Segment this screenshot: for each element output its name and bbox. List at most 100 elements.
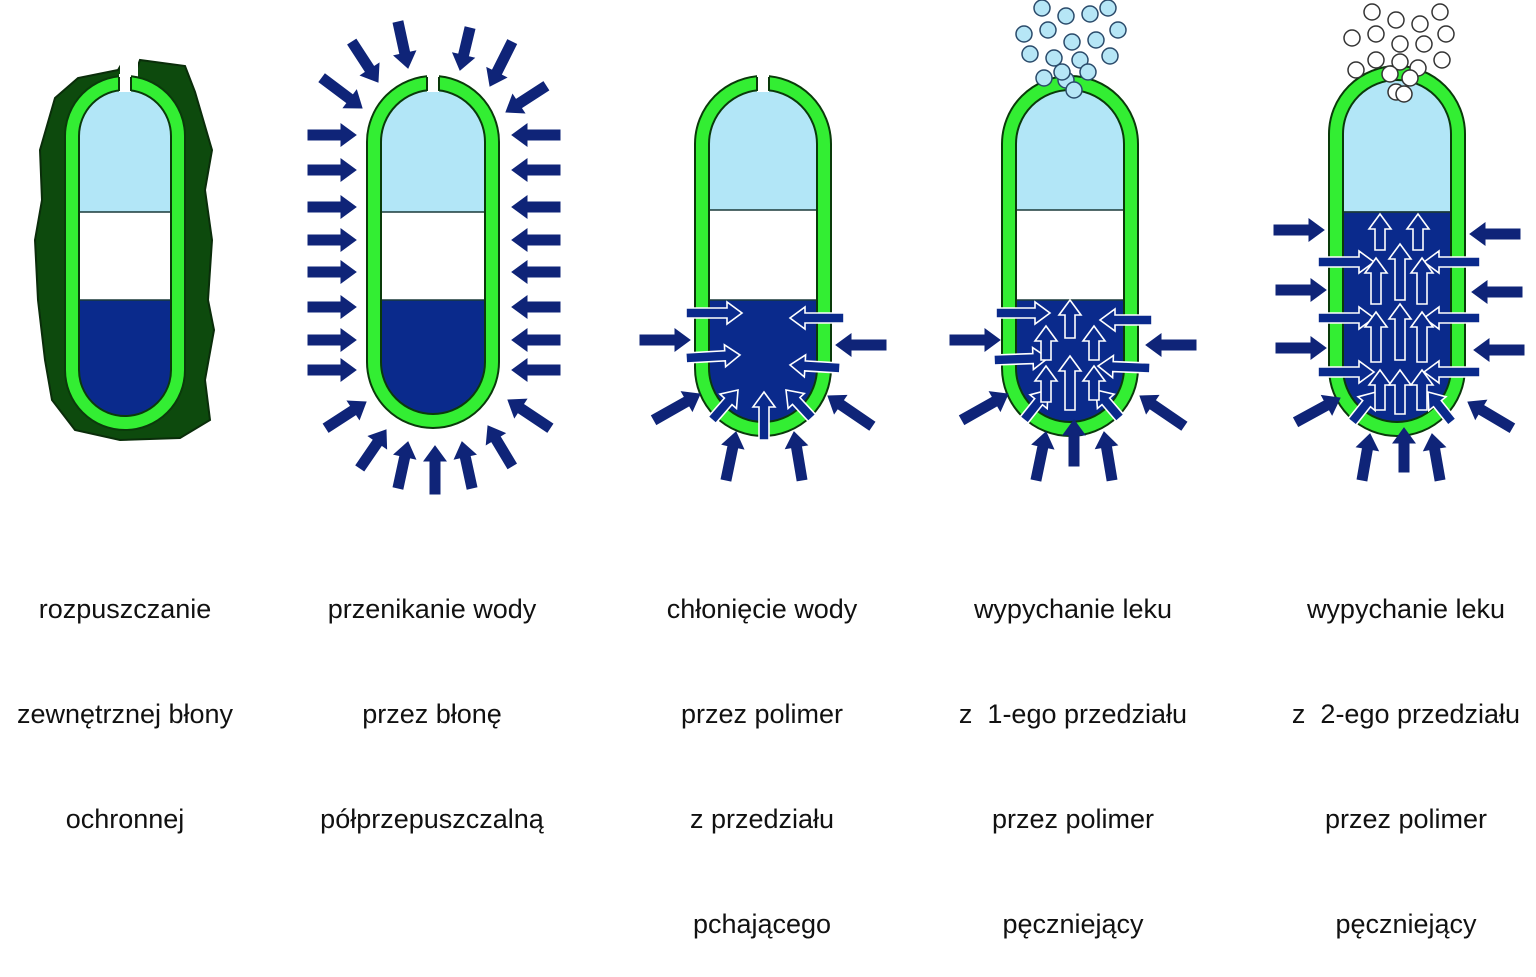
drug-compartment-1 <box>1016 90 1124 210</box>
water-arrow-icon <box>1409 368 1435 411</box>
water-arrow-icon <box>1317 249 1376 275</box>
caption-line: z 2-ego przedziału <box>1291 699 1521 729</box>
water-arrow-icon <box>423 445 447 495</box>
water-arrow-icon <box>511 228 561 252</box>
water-arrow-icon <box>318 73 363 109</box>
water-arrow-icon <box>1317 305 1376 331</box>
caption-line: przez polimer <box>680 699 844 729</box>
drug-particle <box>1081 5 1099 23</box>
water-arrow-icon <box>1292 394 1341 428</box>
water-arrow-icon <box>1033 364 1059 403</box>
water-arrow-icon <box>784 431 809 482</box>
water-arrow-icon <box>1081 364 1107 401</box>
water-arrow-icon <box>1057 354 1083 411</box>
water-arrow-icon <box>827 394 876 431</box>
water-arrow-icon <box>1145 333 1197 357</box>
caption-stage-4: wypychanie leku z 1-ego przedziału przez… <box>923 522 1223 977</box>
water-arrow-icon <box>1062 419 1086 467</box>
caption-line: z przedziału <box>689 804 835 834</box>
caption-stage-5: wypychanie leku z 2-ego przedziału przez… <box>1256 522 1536 977</box>
water-arrow-icon <box>1473 338 1525 362</box>
drug-particle <box>1079 63 1097 81</box>
water-arrow-icon <box>835 333 887 357</box>
water-arrow-icon <box>511 328 561 352</box>
water-arrow-icon <box>511 358 561 382</box>
caption-line: ochronnej <box>65 804 185 834</box>
water-arrow-icon <box>1275 278 1327 302</box>
water-arrow-icon <box>1387 368 1413 415</box>
water-arrow-icon <box>1392 427 1416 473</box>
water-arrow-icon <box>1033 324 1059 361</box>
drug-particle <box>1347 61 1365 79</box>
drug-particle <box>1367 25 1385 43</box>
drug-particle <box>1087 31 1105 49</box>
water-arrow-icon <box>307 295 357 319</box>
caption-line: rozpuszczanie <box>38 594 212 624</box>
water-arrow-icon <box>505 81 550 114</box>
drug-compartment-1 <box>709 90 817 210</box>
caption-line: chłonięcie wody <box>666 594 858 624</box>
water-arrow-icon <box>451 26 476 71</box>
water-arrow-icon <box>392 20 417 69</box>
stage-2-water-permeation <box>307 20 561 495</box>
caption-line: przez błonę <box>362 699 502 729</box>
drug-particle <box>1401 69 1419 87</box>
drug-particle <box>1071 51 1089 69</box>
drug-particle <box>1387 11 1405 29</box>
caption-stage-3: chłonięcie wody przez polimer z przedzia… <box>612 522 912 977</box>
water-arrow-icon <box>788 353 842 379</box>
caption-stage-1: rozpuszczanie zewnętrznej błony ochronne… <box>0 522 275 872</box>
drug-compartment-2 <box>381 212 485 300</box>
water-arrow-icon <box>511 158 561 182</box>
water-arrow-icon <box>511 260 561 284</box>
water-arrow-icon <box>1096 354 1152 380</box>
water-arrow-icon <box>1057 298 1083 339</box>
water-arrow-icon <box>307 228 357 252</box>
drug-particle <box>1109 21 1127 39</box>
water-arrow-icon <box>1409 310 1435 363</box>
drug-compartment-1 <box>79 90 171 212</box>
water-arrow-icon <box>1363 256 1389 305</box>
water-arrow-icon <box>347 38 380 83</box>
water-arrow-icon <box>485 425 517 470</box>
caption-line: pchającego <box>692 909 832 939</box>
drug-particle <box>1033 0 1051 17</box>
water-arrow-icon <box>707 388 739 425</box>
water-arrow-icon <box>453 441 478 490</box>
drug-particle <box>1391 35 1409 53</box>
stage-1-dissolving-coating <box>33 52 216 442</box>
water-arrow-icon <box>1469 222 1521 246</box>
caption-line: wypychanie leku <box>973 594 1173 624</box>
push-polymer-compartment <box>381 300 485 414</box>
drug-particle <box>1053 63 1071 81</box>
water-arrow-icon <box>511 295 561 319</box>
water-arrow-icon <box>1387 302 1413 361</box>
stage-5-second-compartment-release <box>1273 3 1525 482</box>
drug-particle <box>1101 47 1119 65</box>
water-arrow-icon <box>1422 433 1447 482</box>
water-arrow-icon <box>322 400 367 433</box>
water-arrow-icon <box>1467 399 1516 433</box>
water-arrow-icon <box>720 431 745 482</box>
water-arrow-icon <box>1030 431 1055 482</box>
drug-particle <box>1063 33 1081 51</box>
caption-line: wypychanie leku <box>1306 594 1506 624</box>
push-polymer-compartment <box>79 300 171 416</box>
drug-compartment-2 <box>1016 210 1124 300</box>
water-arrow-icon <box>392 441 417 490</box>
drug-compartment-1 <box>381 90 485 212</box>
water-arrow-icon <box>1275 336 1327 360</box>
water-arrow-icon <box>307 358 357 382</box>
water-arrow-icon <box>788 305 845 331</box>
water-arrow-icon <box>639 328 691 352</box>
delivery-orifice <box>427 74 439 92</box>
water-arrow-icon <box>1273 218 1325 242</box>
caption-line: z 1-ego przedziału <box>958 699 1188 729</box>
drug-particle <box>1363 3 1381 21</box>
delivery-orifice <box>119 74 131 92</box>
drug-particle <box>1015 25 1033 43</box>
water-arrow-icon <box>684 343 742 369</box>
drug-particle <box>1099 0 1117 17</box>
caption-line: przenikanie wody <box>327 594 537 624</box>
water-arrow-icon <box>355 429 388 472</box>
